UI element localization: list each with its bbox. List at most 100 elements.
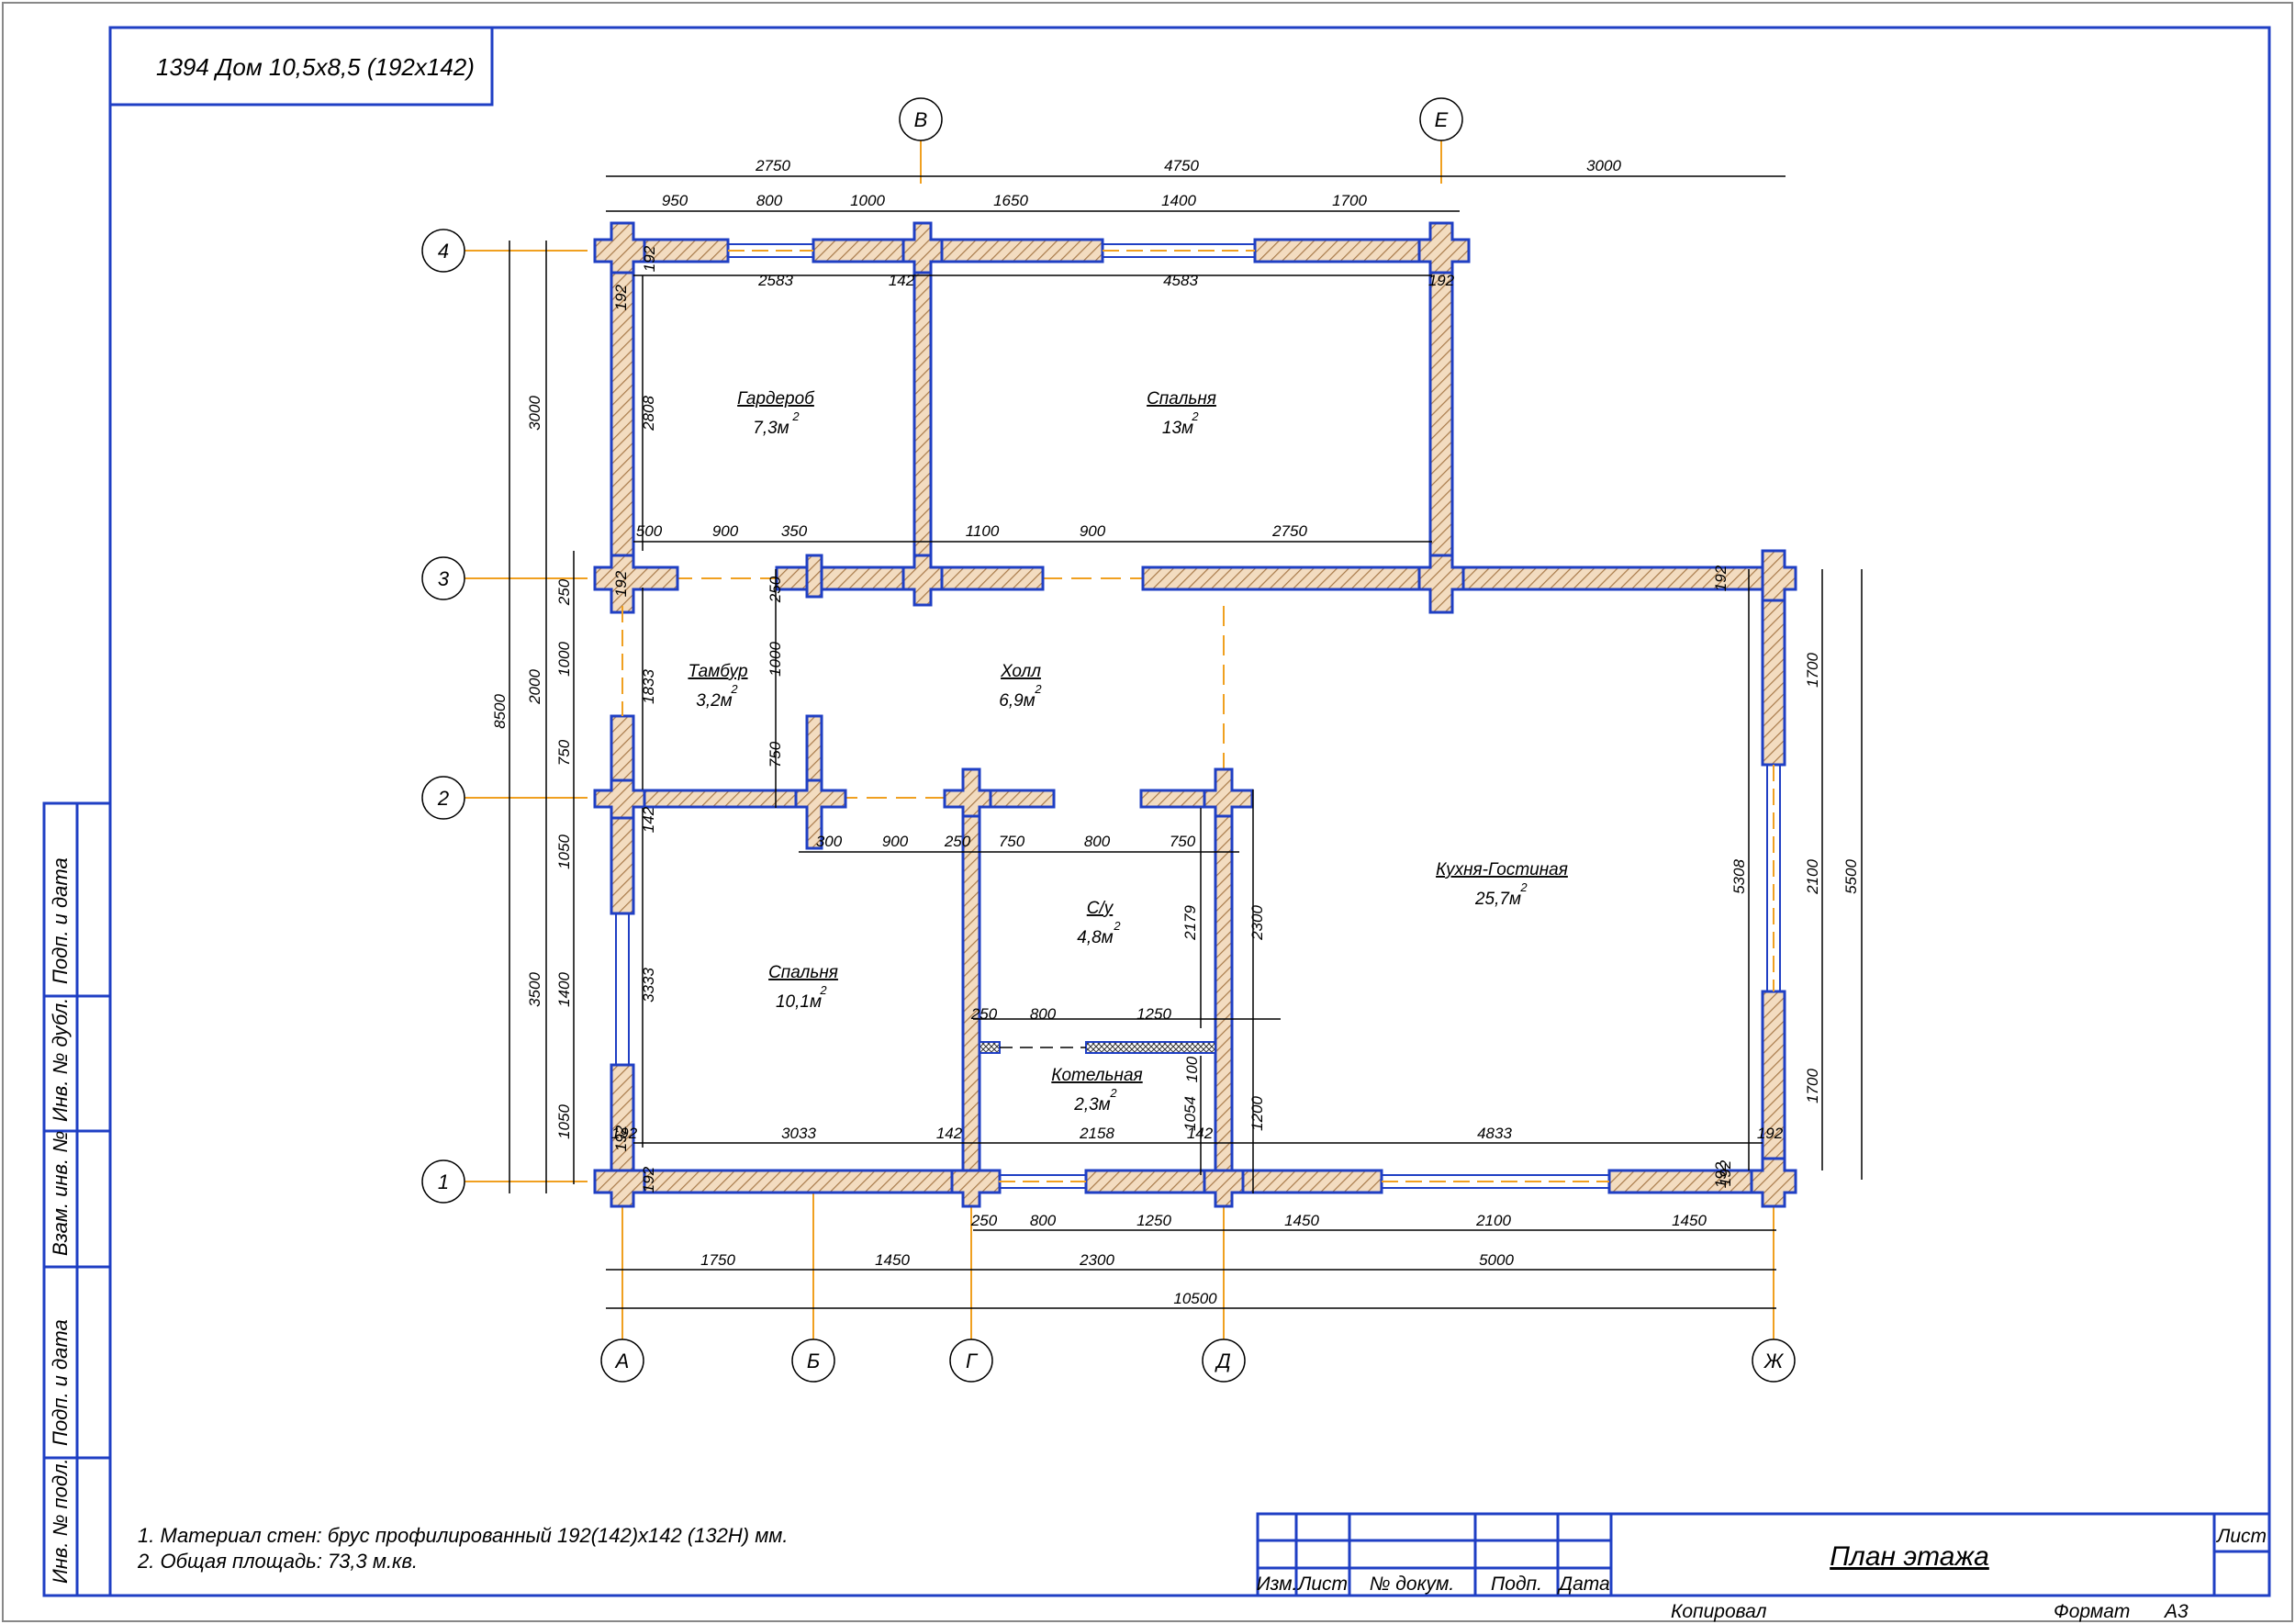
corner-Zh3 <box>1761 549 1797 602</box>
axis-marker-1 <box>421 1159 465 1204</box>
dim-bottom-inner-192b: 192 <box>1757 1125 1784 1142</box>
room-vestibule: Тамбур 3,2м 2 <box>688 662 747 711</box>
wall-top-seg2 <box>812 238 1104 263</box>
dim-top-inner-192-c: 192 <box>1428 272 1455 289</box>
corner-D1 <box>1203 1169 1245 1208</box>
wall-bottom-seg1 <box>607 1169 1001 1194</box>
corner-G2 <box>943 767 992 818</box>
dim-left-seg-1050a: 1050 <box>555 834 573 869</box>
dim-mid-lower-250: 250 <box>944 833 971 850</box>
dim-bottom-inner-192a: 192 <box>611 1125 638 1142</box>
axis-marker-4 <box>421 229 465 273</box>
dim-top-overall-1: 2750 <box>755 157 790 174</box>
dim-right-5308: 5308 <box>1730 859 1748 894</box>
axis-marker-G <box>949 1338 993 1383</box>
copied-label: Копировал <box>1671 1601 1767 1622</box>
room-area-sup: 2 <box>1191 409 1199 423</box>
room-name: Спальня <box>1147 389 1216 409</box>
room-area-sup: 2 <box>791 409 800 423</box>
dim-bottom-inner-192d: 192 <box>1712 1161 1730 1188</box>
corner-A3 <box>593 554 679 614</box>
dim-left-seg-1050b: 1050 <box>555 1104 573 1139</box>
corner-D2 <box>1203 767 1254 818</box>
dim-right-2100: 2100 <box>1804 859 1821 895</box>
title-block <box>1256 1512 2271 1597</box>
room-name: Тамбур <box>688 662 747 681</box>
room-name: С/у <box>1087 899 1114 918</box>
dim-vestibule-250: 250 <box>767 576 784 603</box>
dim-bottom-inner-2158: 2158 <box>1079 1125 1114 1142</box>
stamp-header-doc: № докум. <box>1370 1574 1455 1595</box>
dim-left-inner-1833: 1833 <box>640 669 657 704</box>
dim-bottom-seg-1450b: 1450 <box>1672 1212 1707 1229</box>
dim-top-inner-4583: 4583 <box>1163 272 1198 289</box>
axis-label-V: В <box>914 108 928 131</box>
dim-mid-upper-500: 500 <box>636 522 663 540</box>
boiler-partition-left <box>979 1041 1001 1054</box>
axis-label-D: Д <box>1214 1350 1231 1372</box>
room-bathroom: С/у 4,8м 2 <box>1077 899 1121 947</box>
axis-label-1: 1 <box>438 1170 449 1193</box>
room-area: 4,8м <box>1077 928 1113 947</box>
dim-top-inner-142: 142 <box>889 272 915 289</box>
axis-label-G: Г <box>966 1350 979 1372</box>
note-2: 2. Общая площадь: 73,3 м.кв. <box>137 1550 418 1573</box>
room-boiler: Котельная 2,3м 2 <box>1051 1066 1142 1114</box>
dim-right-192b: 192 <box>1717 1159 1734 1186</box>
dim-left-axes-3000: 3000 <box>526 396 543 431</box>
sheet-label: Лист <box>2215 1526 2267 1547</box>
corner-A1 <box>593 1169 646 1208</box>
dim-vestibule-750: 750 <box>767 741 784 767</box>
axis-marker-A <box>600 1338 644 1383</box>
dim-wc-2179: 2179 <box>1181 905 1199 941</box>
axis-label-B: Б <box>807 1350 820 1372</box>
dim-left-seg-1400: 1400 <box>555 972 573 1007</box>
corner-G1 <box>950 1169 1002 1208</box>
room-name: Котельная <box>1051 1066 1142 1085</box>
side-label-vzam-inv: Взам. инв. № <box>49 1131 72 1256</box>
corner-E3 <box>1417 554 1465 614</box>
project-title: 1394 Дом 10,5x8,5 (192x142) <box>156 53 475 81</box>
dim-mid-upper-2750: 2750 <box>1271 522 1307 540</box>
axis-marker-labels: А Б В Г Д Е Ж 1 2 3 4 <box>437 108 1785 1372</box>
wall-d <box>1214 769 1234 1195</box>
dim-mid-lower-750b: 750 <box>1170 833 1196 850</box>
room-area: 25,7м <box>1474 890 1521 909</box>
window-axis-marks <box>621 250 1774 1182</box>
dim-wc-2300: 2300 <box>1248 905 1266 941</box>
axis-marker-3 <box>421 556 465 600</box>
room-area: 10,1м <box>776 992 822 1012</box>
axis-grid <box>464 138 1774 1340</box>
dim-top-seg-1: 950 <box>662 192 688 209</box>
dim-left-axes-3500: 3500 <box>526 972 543 1007</box>
dim-mid-upper-1100: 1100 <box>966 522 1000 540</box>
side-stamp-labels: Инв. № подл. Подп. и дата Взам. инв. № И… <box>49 857 72 1584</box>
dim-top-seg-3: 1000 <box>850 192 885 209</box>
dim-top-inner-192-a: 192 <box>612 284 630 310</box>
dim-left-seg-750: 750 <box>555 739 573 766</box>
axis-marker-Zh <box>1752 1338 1796 1383</box>
dim-bottom-seg-1450a: 1450 <box>1284 1212 1319 1229</box>
dim-left-seg-1000: 1000 <box>555 642 573 677</box>
dim-wc-1200: 1200 <box>1248 1096 1266 1131</box>
dim-top-seg-6: 1700 <box>1332 192 1367 209</box>
room-hall: Холл 6,9м 2 <box>999 662 1042 711</box>
side-label-podp-data-1: Подп. и дата <box>49 1319 72 1446</box>
stamp-header-list: Лист <box>1296 1574 1348 1595</box>
corner-A2 <box>593 778 646 820</box>
dim-mid-upper-900b: 900 <box>1080 522 1106 540</box>
wall-e <box>1428 232 1454 603</box>
dim-left-inner-192b: 192 <box>612 570 630 597</box>
sheet-title: План этажа <box>1830 1541 1989 1572</box>
room-kitchen-living: Кухня-Гостиная 25,7м 2 <box>1436 860 1568 909</box>
dim-mid-upper-900a: 900 <box>712 522 739 540</box>
dim-top-overall-2: 4750 <box>1164 157 1199 174</box>
dim-vestibule-1000: 1000 <box>767 642 784 677</box>
room-area-sup: 2 <box>1109 1086 1117 1100</box>
room-area-sup: 2 <box>1113 919 1121 933</box>
format-label: Формат <box>2054 1601 2130 1622</box>
side-label-podp-data-2: Подп. и дата <box>49 857 72 984</box>
room-bedroom-large: Спальня 13м 2 <box>1147 389 1216 438</box>
